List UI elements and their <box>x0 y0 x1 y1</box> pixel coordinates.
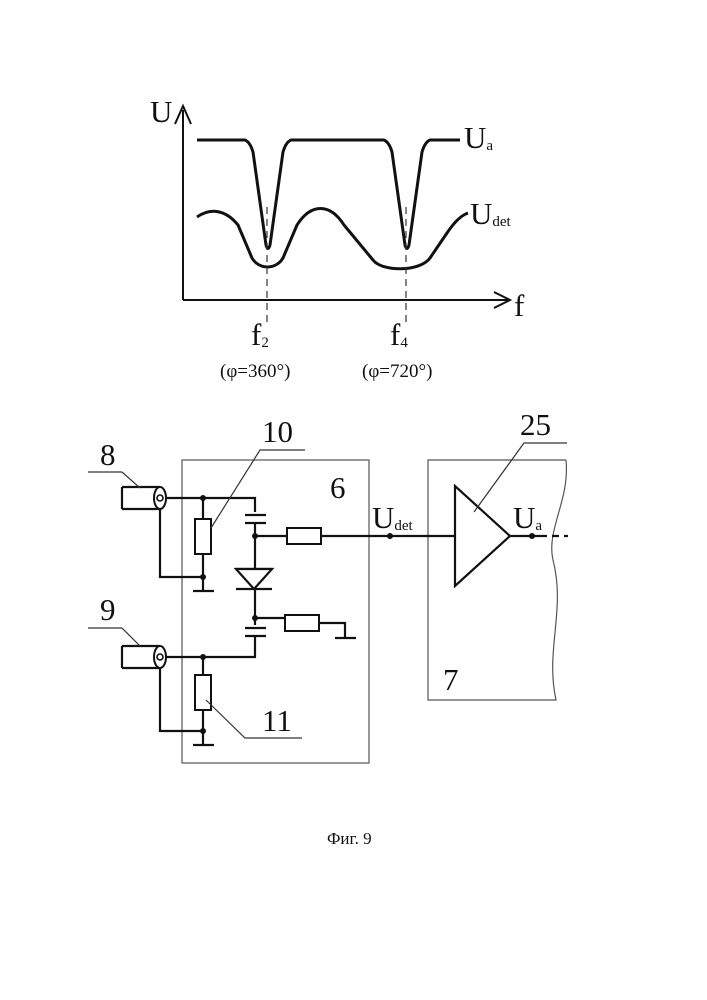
cable-8-leader-b <box>122 472 140 488</box>
resistor-11 <box>195 675 211 710</box>
marker-f2-label: f2 <box>251 317 269 352</box>
curve-ua-label: Ua <box>464 120 493 155</box>
circuit-diagram: 6 7 8 9 <box>88 407 568 763</box>
ref-11: 11 <box>262 703 292 738</box>
capacitor-bottom <box>245 628 266 636</box>
cable-9-leader-b <box>122 628 140 646</box>
coax-cable-8 <box>122 487 166 509</box>
ref-10-leader <box>211 450 305 528</box>
capacitor-top <box>245 515 266 523</box>
cable-9-ref: 9 <box>100 592 116 627</box>
curve-udet <box>197 209 468 269</box>
coax-cable-9 <box>122 646 166 668</box>
curve-ua <box>197 140 460 249</box>
x-axis-label: f <box>514 288 525 323</box>
marker-f2-phase: (φ=360°) <box>220 361 290 382</box>
marker-f4-label: f4 <box>390 317 408 352</box>
cable-8-ref: 8 <box>100 437 116 472</box>
y-axis-label: U <box>150 94 172 129</box>
block-6-label: 6 <box>330 470 346 505</box>
frequency-graph: U f Ua Udet f2 f4 (φ=360°) (φ=720°) <box>150 94 525 382</box>
ref-25: 25 <box>520 407 551 442</box>
ref-10: 10 <box>262 414 293 449</box>
diode <box>236 569 272 589</box>
resistor-output <box>287 528 321 544</box>
resistor-bias <box>285 615 319 631</box>
block-7-label: 7 <box>443 662 459 697</box>
curve-udet-label: Udet <box>470 196 512 231</box>
signal-ua-label: Ua <box>513 500 542 535</box>
signal-udet-label: Udet <box>372 500 414 535</box>
resistor-10 <box>195 519 211 554</box>
figure-caption: Фиг. 9 <box>327 829 372 848</box>
marker-f4-phase: (φ=720°) <box>362 361 432 382</box>
